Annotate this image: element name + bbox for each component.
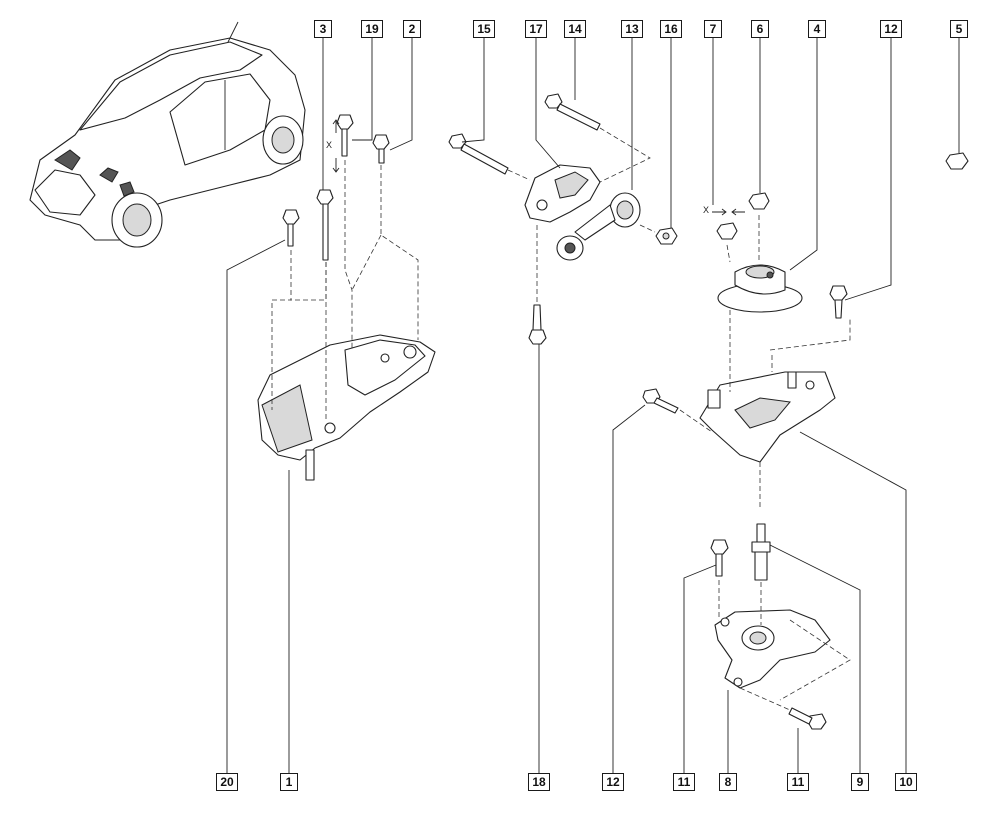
bolt-20: [282, 209, 300, 247]
callout-11-right[interactable]: 11: [787, 773, 809, 791]
callout-3[interactable]: 3: [314, 20, 332, 38]
bolt-2: [372, 134, 390, 164]
callout-13[interactable]: 13: [621, 20, 643, 38]
callout-20[interactable]: 20: [216, 773, 238, 791]
left-mount-assembly: [257, 114, 436, 481]
callout-5[interactable]: 5: [950, 20, 968, 38]
dimension-label-x-left: X: [326, 140, 333, 150]
callout-6[interactable]: 6: [751, 20, 769, 38]
callout-11-left[interactable]: 11: [673, 773, 695, 791]
callout-2[interactable]: 2: [403, 20, 421, 38]
callout-17[interactable]: 17: [525, 20, 547, 38]
leader-lines: [226, 37, 960, 773]
stud-9: [751, 523, 771, 581]
nut-6: [748, 192, 770, 210]
bolt-19: [336, 114, 354, 157]
dimension-label-x-right: X: [703, 205, 710, 215]
vehicle-location-illustration: [29, 21, 306, 248]
bolt-12-lower: [642, 388, 679, 414]
callout-7[interactable]: 7: [704, 20, 722, 38]
nut-7: [716, 222, 738, 240]
callout-12-top[interactable]: 12: [880, 20, 902, 38]
bolt-11-upper: [710, 539, 729, 577]
callout-9[interactable]: 9: [851, 773, 869, 791]
callout-12-bottom[interactable]: 12: [602, 773, 624, 791]
bracket-17: [524, 164, 601, 223]
center-torque-rod-assembly: [448, 93, 678, 345]
nut-16: [655, 227, 678, 245]
callout-16[interactable]: 16: [660, 20, 682, 38]
bolt-3: [316, 189, 334, 261]
bolt-18: [528, 304, 547, 345]
callout-1[interactable]: 1: [280, 773, 298, 791]
callout-14[interactable]: 14: [564, 20, 586, 38]
bolt-11-lower: [788, 707, 827, 730]
bracket-10: [699, 371, 836, 463]
callout-10[interactable]: 10: [895, 773, 917, 791]
mount-4: [717, 264, 803, 313]
nut-5: [945, 152, 969, 170]
bracket-8: [714, 609, 831, 689]
right-mount-assembly: [642, 152, 969, 510]
lower-right-assembly: [710, 523, 851, 730]
bolt-15: [448, 133, 509, 175]
callout-19[interactable]: 19: [361, 20, 383, 38]
bolt-14: [544, 93, 601, 131]
callout-18[interactable]: 18: [528, 773, 550, 791]
bolt-12-upper: [829, 285, 848, 319]
torque-rod-13: [556, 192, 641, 261]
callout-4[interactable]: 4: [808, 20, 826, 38]
callout-8[interactable]: 8: [719, 773, 737, 791]
callout-15[interactable]: 15: [473, 20, 495, 38]
